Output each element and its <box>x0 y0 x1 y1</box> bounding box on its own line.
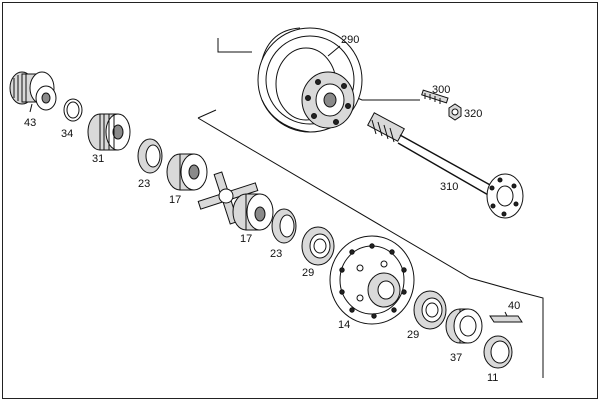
seal-part <box>483 335 513 369</box>
callout-300: 300 <box>432 84 451 96</box>
callout-290: 290 <box>341 34 360 46</box>
callout-31: 31 <box>92 153 105 165</box>
thrust-washer-upper-part <box>137 138 163 174</box>
bearing-lower-part <box>413 290 447 330</box>
callout-14: 14 <box>338 319 351 331</box>
side-gear-lower-part <box>232 193 274 231</box>
callout-17-upper: 17 <box>169 194 182 206</box>
brake-drum-part <box>257 27 363 133</box>
nut-part <box>448 103 462 121</box>
lock-plate-part <box>489 311 523 323</box>
side-gear-upper-part <box>166 153 208 191</box>
bearing-upper-part <box>301 226 335 266</box>
snap-ring-part <box>63 98 83 122</box>
callout-11: 11 <box>487 372 499 384</box>
callout-43: 43 <box>24 117 37 129</box>
thrust-washer-lower-part <box>271 208 297 244</box>
callout-34: 34 <box>61 128 74 140</box>
callout-40: 40 <box>508 300 521 312</box>
splined-coupling-part <box>9 71 57 113</box>
callout-29-lower: 29 <box>407 329 420 341</box>
adjusting-ring-part <box>445 308 483 344</box>
wheel-stud-part <box>421 89 449 104</box>
differential-spider-part <box>197 171 259 225</box>
callout-17-lower: 17 <box>240 233 253 245</box>
axle-shaft-part <box>367 112 524 219</box>
callout-23-lower: 23 <box>270 248 283 260</box>
callout-37: 37 <box>450 352 463 364</box>
callout-310: 310 <box>440 181 459 193</box>
callout-320: 320 <box>464 108 483 120</box>
splined-sleeve-part <box>87 113 131 151</box>
callout-29-upper: 29 <box>302 267 315 279</box>
differential-housing-part <box>329 235 415 325</box>
callout-23-upper: 23 <box>138 178 151 190</box>
